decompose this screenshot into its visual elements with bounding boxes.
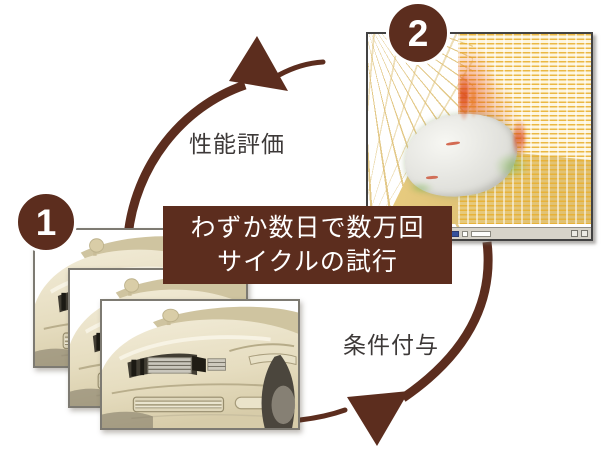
step-1-badge: 1 (15, 191, 77, 253)
toolbar-dropdown[interactable] (471, 230, 491, 237)
cfd-red-patch (514, 120, 525, 156)
toolbar-prev-button[interactable] (571, 230, 578, 237)
arrowhead-down-icon (347, 391, 409, 446)
cycle-arrow-top (123, 36, 326, 237)
arrowhead-up-icon (229, 36, 288, 91)
cfd-orange-wake-streak (471, 80, 476, 118)
cfd-green-fringe (494, 152, 530, 180)
label-condition-assignment: 条件付与 (343, 332, 439, 358)
center-message-line1: わずか数日で数万回 (190, 214, 425, 242)
toolbar-next-button[interactable] (581, 230, 588, 237)
car-render-illustration (102, 301, 298, 428)
label-performance-evaluation: 性能評価 (189, 131, 285, 157)
cfd-red-wake-streak (460, 72, 468, 120)
toolbar-checkbox[interactable] (462, 230, 468, 237)
cycle-arrow-bottom (297, 241, 493, 446)
cfd-plot-illustration (368, 34, 591, 227)
center-message-line2: サイクルの試行 (217, 248, 398, 276)
cfd-simulation-image (366, 32, 593, 241)
car-render-image-3 (100, 299, 300, 430)
center-message-box: わずか数日で数万回 サイクルの試行 (163, 206, 452, 284)
cfd-green-fringe-small (408, 182, 434, 194)
step-2-badge: 2 (386, 1, 450, 65)
